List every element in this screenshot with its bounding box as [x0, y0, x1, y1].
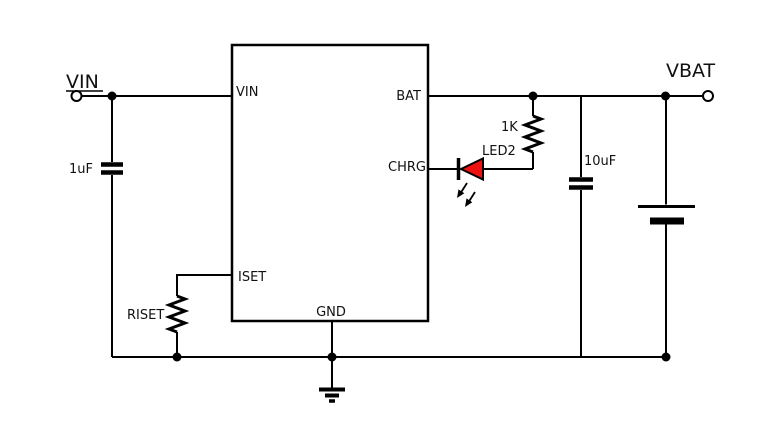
gnd-junction-dot [327, 352, 337, 362]
input-capacitor [101, 96, 123, 357]
led-emission-arrowhead-2 [465, 198, 473, 207]
led2-label: LED2 [482, 144, 516, 159]
riset-label: RISET [127, 308, 164, 323]
input-capacitor-label: 1uF [69, 162, 93, 177]
led-resistor-zigzag [520, 114, 546, 154]
iset-wire [176, 274, 232, 296]
output-capacitor [569, 96, 593, 357]
vin-terminal [70, 90, 83, 102]
vbat-terminal [702, 90, 714, 102]
ic-body [230, 43, 430, 323]
ic-pin-label-chrg: CHRG [388, 160, 426, 175]
battery-junction-dot [661, 352, 671, 362]
led-emission-arrowhead-1 [457, 189, 465, 198]
led2-diode [456, 156, 533, 182]
riset-junction-dot [172, 352, 182, 362]
ground-symbol [319, 387, 345, 403]
ic-pin-label-gnd: GND [316, 305, 346, 320]
battery-symbol [638, 96, 695, 357]
vin-port-label: VIN [66, 71, 99, 93]
ic-pin-label-vin: VIN [236, 85, 258, 100]
led-resistor [520, 96, 546, 169]
led2-triangle [458, 156, 484, 182]
output-capacitor-label: 10uF [584, 154, 616, 169]
ic-pin-label-iset: ISET [238, 270, 266, 285]
vbat-port-label: VBAT [666, 60, 716, 82]
riset-resistor [164, 294, 190, 334]
led-resistor-label: 1K [501, 120, 518, 135]
ic-pin-label-bat: BAT [396, 89, 421, 104]
led-emission-arrows-icon [457, 182, 476, 207]
